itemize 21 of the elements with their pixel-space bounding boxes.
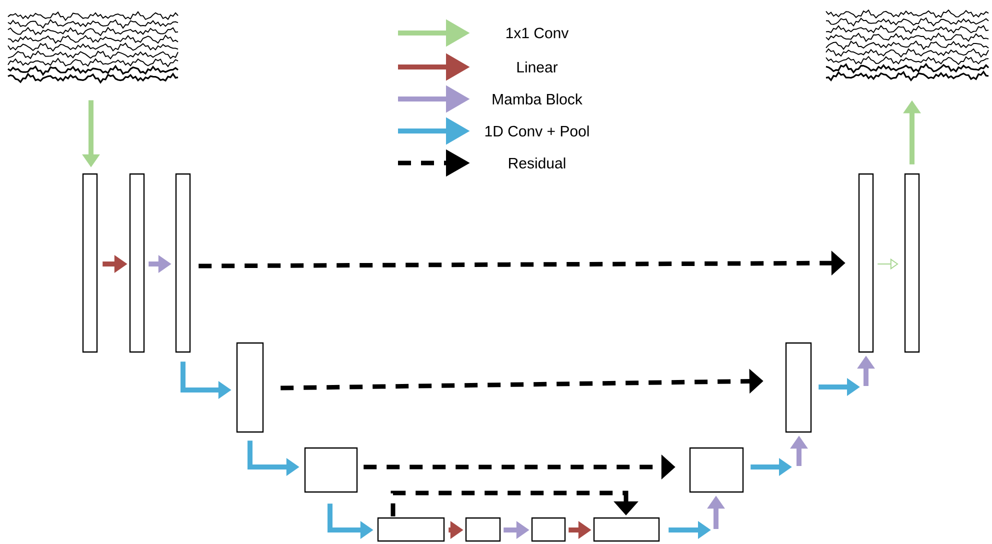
layer-box — [175, 173, 191, 353]
layer-box — [858, 173, 874, 353]
legend-label: Linear — [517, 62, 558, 72]
layer-box — [82, 173, 98, 353]
eeg-drawing — [826, 9, 990, 82]
layer-box — [785, 342, 812, 433]
legend-label: 1x1 Conv — [506, 28, 569, 38]
layer-box — [377, 517, 445, 542]
layer-box — [689, 447, 744, 493]
layer-box — [593, 517, 660, 542]
eeg-drawing — [8, 11, 178, 84]
layer-box — [465, 517, 501, 542]
layer-box — [129, 173, 145, 353]
legend-label: Residual — [509, 158, 566, 168]
layer-box — [904, 173, 920, 353]
legend-label: 1D Conv + Pool — [485, 126, 589, 136]
layer-box — [236, 342, 264, 433]
arrow — [390, 490, 638, 516]
layer-box — [304, 447, 358, 493]
legend-label: Mamba Block — [492, 94, 582, 104]
layer-box — [531, 517, 566, 542]
